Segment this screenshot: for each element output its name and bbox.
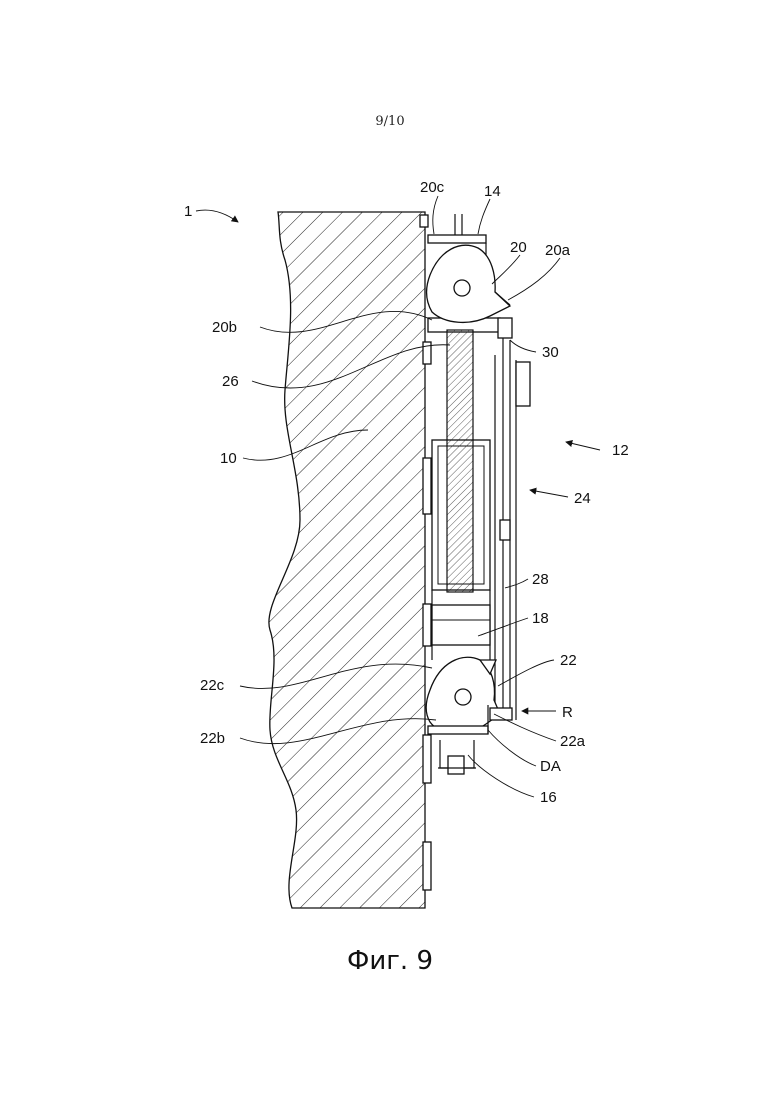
link-rod: [447, 330, 473, 592]
lower-cam: [426, 657, 500, 733]
label-24: 24: [574, 490, 591, 507]
label-22b: 22b: [200, 730, 225, 747]
upper-cam: [426, 245, 510, 322]
label-R: R: [562, 704, 573, 721]
piston: [432, 605, 490, 645]
label-1: 1: [184, 203, 192, 220]
label-20a: 20a: [545, 242, 571, 259]
label-22c: 22c: [200, 677, 225, 694]
wall-section: [269, 212, 425, 908]
figure-caption: Фиг. 9: [0, 946, 780, 976]
label-22a: 22a: [560, 733, 586, 750]
label-20: 20: [510, 239, 527, 256]
label-DA: DA: [540, 758, 561, 775]
label-22: 22: [560, 652, 577, 669]
label-12: 12: [612, 442, 629, 459]
label-18: 18: [532, 610, 549, 627]
label-30: 30: [542, 344, 559, 361]
label-28: 28: [532, 571, 549, 588]
guide-rods: [495, 318, 530, 720]
label-20c: 20c: [420, 179, 445, 196]
label-26: 26: [222, 373, 239, 390]
label-16: 16: [540, 789, 557, 806]
label-14: 14: [484, 183, 501, 200]
label-20b: 20b: [212, 319, 237, 336]
label-10: 10: [220, 450, 237, 467]
